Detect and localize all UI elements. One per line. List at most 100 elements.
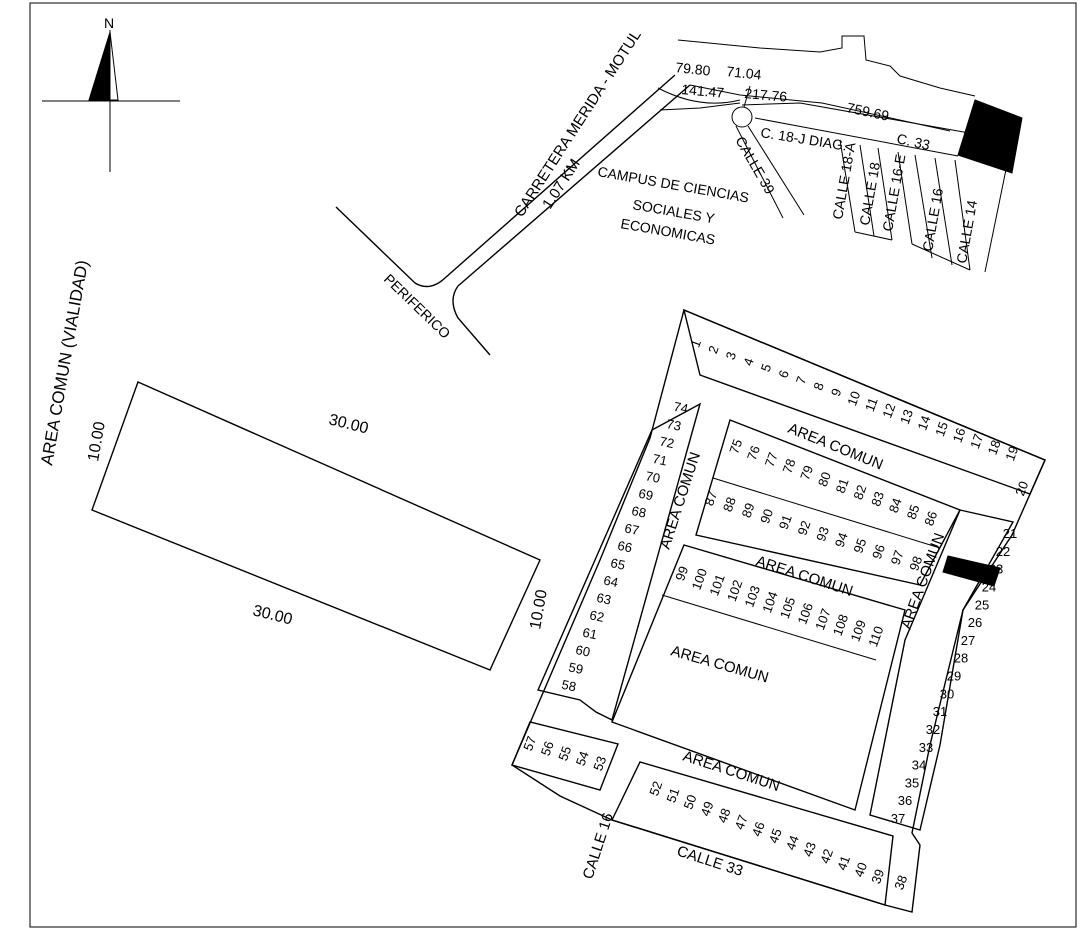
- lot-18: 18: [985, 438, 1004, 457]
- lot-28: 28: [954, 651, 968, 666]
- lot-100: 100: [689, 566, 711, 592]
- lot-79: 79: [797, 463, 816, 482]
- lot-92: 92: [794, 519, 813, 538]
- lot-45: 45: [766, 826, 785, 845]
- lot-65: 65: [609, 555, 626, 573]
- lot-61: 61: [581, 625, 598, 643]
- block-a: [695, 419, 961, 586]
- measure-3: 141.47: [681, 81, 725, 101]
- measure-2: 71.04: [726, 63, 763, 83]
- measure-4: 217.76: [744, 85, 788, 105]
- lot-60: 60: [574, 642, 591, 660]
- north-arrow: N: [42, 15, 180, 172]
- lot-21: 21: [1003, 526, 1017, 541]
- lot-26: 26: [968, 615, 982, 630]
- lot-101: 101: [706, 572, 728, 598]
- lot-23-highlight: [942, 555, 1001, 587]
- lot-98: 98: [906, 554, 925, 573]
- lot-20: 20: [1012, 479, 1031, 498]
- lot-27: 27: [961, 633, 975, 648]
- lot-15: 15: [932, 420, 951, 439]
- lot-36: 36: [898, 793, 912, 808]
- lot-33: 33: [919, 740, 933, 755]
- lot-bottom-dim: 30.00: [251, 602, 294, 628]
- lot-16: 16: [950, 426, 969, 445]
- lot-14: 14: [914, 413, 933, 432]
- measure-5: 759.69: [845, 99, 890, 124]
- lot-99: 99: [672, 564, 691, 583]
- lot-55: 55: [555, 744, 574, 763]
- lot-69: 69: [637, 486, 654, 504]
- carretera-label: CARRETERA MERIDA - MOTUL: [511, 27, 645, 220]
- lot-66: 66: [616, 538, 633, 556]
- c18j-label: C. 18-J DIAG.: [760, 124, 849, 153]
- lot-23: 23: [989, 562, 1003, 577]
- lot-12: 12: [879, 401, 898, 420]
- lot-41: 41: [834, 854, 853, 873]
- lot-39: 39: [868, 867, 887, 886]
- lot-93: 93: [813, 525, 832, 544]
- lot-57: 57: [520, 734, 539, 753]
- lot-top-dim: 30.00: [327, 411, 370, 437]
- lot-89: 89: [739, 501, 758, 520]
- lot-40: 40: [851, 860, 870, 879]
- lot-59: 59: [567, 659, 584, 677]
- lot-88: 88: [720, 495, 739, 514]
- lot-43: 43: [800, 840, 819, 859]
- lot-44: 44: [783, 833, 802, 852]
- lot-70: 70: [644, 468, 661, 486]
- lot-76: 76: [744, 444, 763, 463]
- lot-78: 78: [779, 457, 798, 476]
- subdivision-boundary: [511, 309, 1046, 913]
- lot-48: 48: [715, 806, 734, 825]
- lot-107: 107: [812, 606, 834, 632]
- lot-8: 8: [810, 380, 827, 392]
- lot-7: 7: [793, 374, 810, 386]
- calle14-label: CALLE 14: [953, 199, 980, 265]
- lot-56: 56: [538, 739, 557, 758]
- lot-5: 5: [758, 362, 775, 374]
- lot-6: 6: [775, 368, 792, 380]
- lot-64: 64: [602, 573, 619, 591]
- lot-63: 63: [595, 590, 612, 608]
- lot-30: 30: [940, 686, 954, 701]
- lot-47: 47: [732, 813, 751, 832]
- lot-104: 104: [759, 589, 781, 615]
- roundabout: [731, 106, 753, 128]
- lot-96: 96: [869, 542, 888, 561]
- periferico-label: PERIFERICO: [381, 271, 454, 342]
- lot-detail: AREA COMUN (VIALIDAD) 30.00 30.00 10.00 …: [37, 259, 551, 671]
- lot-17: 17: [967, 432, 986, 451]
- lot-86: 86: [921, 509, 940, 528]
- lot-103: 103: [742, 584, 764, 610]
- lot-49: 49: [697, 799, 716, 818]
- lot-52: 52: [646, 779, 665, 798]
- lot-54: 54: [573, 749, 592, 768]
- lot-outline: [91, 381, 541, 671]
- lot-62: 62: [588, 607, 605, 625]
- lot-106: 106: [795, 601, 817, 627]
- lot-102: 102: [724, 578, 746, 604]
- lot-87: 87: [701, 489, 720, 508]
- lot-34: 34: [912, 758, 926, 773]
- campus-line1: CAMPUS DE CIENCIAS: [596, 163, 750, 205]
- calle33-label: CALLE 33: [675, 843, 745, 880]
- lot-71: 71: [651, 451, 668, 469]
- lot-22: 22: [996, 544, 1010, 559]
- area-comun-bottom: AREA COMUN: [681, 748, 782, 795]
- lot-77: 77: [762, 450, 781, 469]
- lot-4: 4: [740, 356, 757, 368]
- lot-2: 2: [705, 344, 722, 356]
- lot-72: 72: [658, 434, 675, 452]
- lot-85: 85: [904, 503, 923, 522]
- north-label: N: [104, 15, 114, 31]
- lot-29: 29: [947, 669, 961, 684]
- calle18-label: CALLE 18: [856, 161, 883, 227]
- measure-1: 79.80: [675, 59, 712, 79]
- lot-91: 91: [776, 513, 795, 532]
- area-comun-center: AREA COMUN: [669, 643, 771, 687]
- map-frame: [29, 2, 1077, 928]
- lot-67: 67: [623, 520, 640, 538]
